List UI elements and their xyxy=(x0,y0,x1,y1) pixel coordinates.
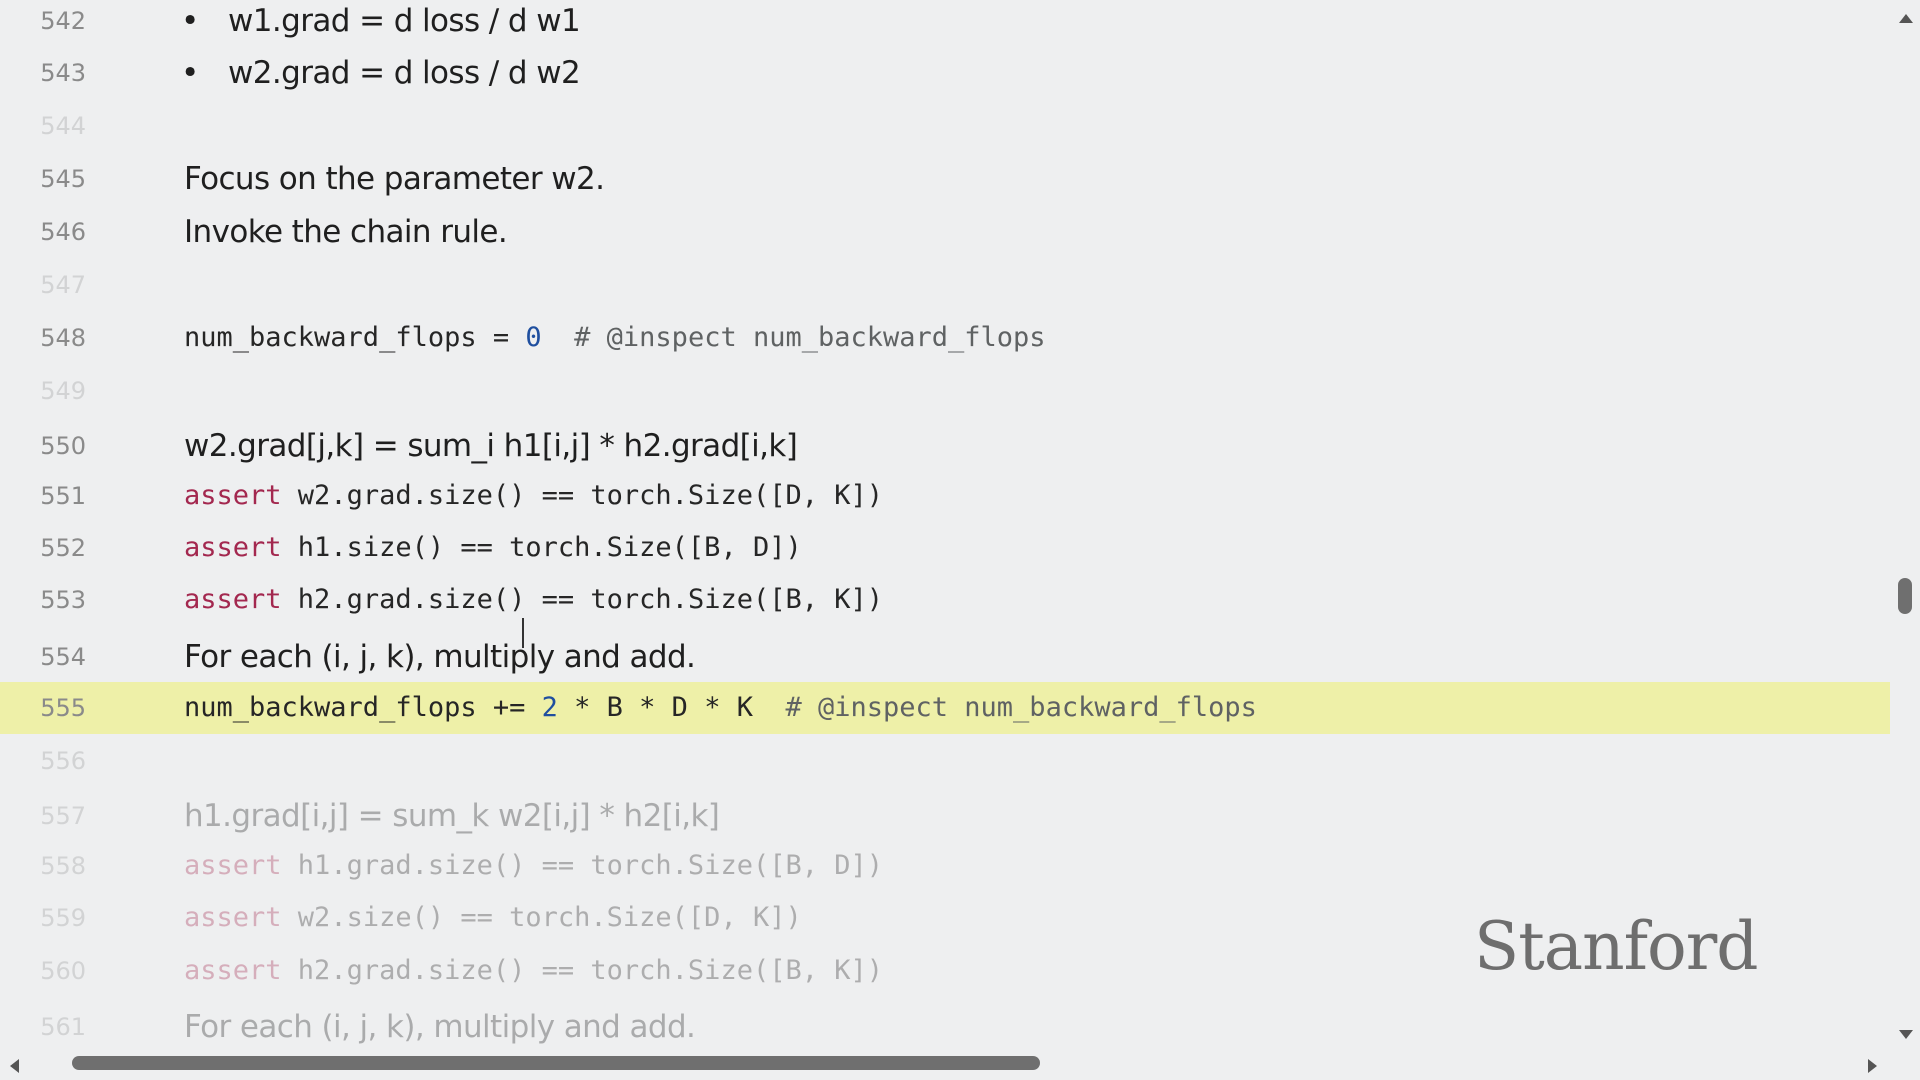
editor-line-559[interactable]: 559 assert w2.size() == torch.Size([D, K… xyxy=(0,892,1890,944)
code-token: == torch.Size([B, K]) xyxy=(525,584,884,615)
line-number: 543 xyxy=(40,59,86,87)
prose-text: For each (i, j, k), multiply and add. xyxy=(184,1009,696,1045)
editor-line-549[interactable]: 549 xyxy=(0,365,1890,417)
line-content: • w2.grad = d loss / d w2 xyxy=(181,47,581,99)
line-number: 546 xyxy=(40,218,86,246)
code-editor[interactable]: 542 • w1.grad = d loss / d w1 543 • w2.gra… xyxy=(0,0,1890,1045)
number-literal: 0 xyxy=(525,322,542,353)
line-number: 557 xyxy=(40,802,86,830)
line-number: 545 xyxy=(40,165,86,193)
vertical-scrollbar-thumb[interactable] xyxy=(1898,578,1912,614)
code-token: num_backward_flops = xyxy=(184,322,526,353)
line-number: 555 xyxy=(40,694,86,722)
keyword-assert: assert xyxy=(184,584,282,615)
editor-line-556[interactable]: 556 xyxy=(0,735,1890,787)
code-text: num_backward_flops += 2 * B * D * K # @i… xyxy=(184,682,1257,734)
keyword-assert: assert xyxy=(184,902,282,933)
prose-text: For each (i, j, k), multiply and add. xyxy=(184,639,696,675)
line-number: 554 xyxy=(40,643,86,671)
code-text: assert h2.grad.size() == torch.Size([B, … xyxy=(184,574,884,648)
editor-line-555-current[interactable]: 555 num_backward_flops += 2 * B * D * K … xyxy=(0,682,1890,734)
keyword-assert: assert xyxy=(184,850,282,881)
keyword-assert: assert xyxy=(184,480,282,511)
line-number: 542 xyxy=(40,7,86,35)
code-text: assert h2.grad.size() == torch.Size([B, … xyxy=(184,945,883,997)
line-number: 551 xyxy=(40,482,86,510)
editor-line-561[interactable]: 561 For each (i, j, k), multiply and add… xyxy=(0,1001,1890,1045)
editor-line-545[interactable]: 545 Focus on the parameter w2. xyxy=(0,153,1890,205)
bullet-icon: • xyxy=(181,55,199,91)
line-number: 561 xyxy=(40,1013,86,1041)
prose-text: Invoke the chain rule. xyxy=(184,214,508,250)
editor-line-551[interactable]: 551 assert w2.grad.size() == torch.Size(… xyxy=(0,470,1890,522)
horizontal-scrollbar-thumb[interactable] xyxy=(72,1056,1040,1070)
code-token: h1.size() == torch.Size([B, D]) xyxy=(281,532,802,563)
code-text: assert h1.grad.size() == torch.Size([B, … xyxy=(184,840,883,892)
line-number: 550 xyxy=(40,432,86,460)
editor-line-542[interactable]: 542 • w1.grad = d loss / d w1 xyxy=(0,0,1890,47)
editor-line-550[interactable]: 550 w2.grad[j,k] = sum_i h1[i,j] * h2.gr… xyxy=(0,420,1890,472)
scroll-down-arrow-icon[interactable] xyxy=(1899,1030,1913,1039)
stanford-logo: Stanford xyxy=(1474,908,1759,985)
number-literal: 2 xyxy=(541,692,558,723)
bullet-text: w1.grad = d loss / d w1 xyxy=(228,3,581,39)
code-comment: # @inspect num_backward_flops xyxy=(752,692,1257,723)
line-number: 549 xyxy=(40,377,86,405)
scroll-right-arrow-icon[interactable] xyxy=(1868,1059,1877,1073)
line-number: 559 xyxy=(40,904,86,932)
prose-text: Focus on the parameter w2. xyxy=(184,161,605,197)
editor-line-546[interactable]: 546 Invoke the chain rule. xyxy=(0,206,1890,258)
code-token: * B * D * K xyxy=(557,692,753,723)
bullet-text: w2.grad = d loss / d w2 xyxy=(228,55,581,91)
prose-text: h1.grad[i,j] = sum_k w2[i,j] * h2[i,k] xyxy=(184,798,720,834)
code-text: assert h1.size() == torch.Size([B, D]) xyxy=(184,522,802,574)
line-number: 548 xyxy=(40,324,86,352)
code-token: h1.grad.size() == torch.Size([B, D]) xyxy=(281,850,883,881)
line-number: 553 xyxy=(40,586,86,614)
line-number: 552 xyxy=(40,534,86,562)
line-number: 558 xyxy=(40,852,86,880)
line-number: 547 xyxy=(40,271,86,299)
line-content: • w1.grad = d loss / d w1 xyxy=(181,0,581,47)
code-text: num_backward_flops = 0 # @inspect num_ba… xyxy=(184,312,1046,364)
code-token: h2.grad.size() xyxy=(281,584,526,615)
vertical-scrollbar[interactable] xyxy=(1890,0,1920,1045)
editor-line-560[interactable]: 560 assert h2.grad.size() == torch.Size(… xyxy=(0,945,1890,997)
editor-line-548[interactable]: 548 num_backward_flops = 0 # @inspect nu… xyxy=(0,312,1890,364)
editor-line-552[interactable]: 552 assert h1.size() == torch.Size([B, D… xyxy=(0,522,1890,574)
editor-line-557[interactable]: 557 h1.grad[i,j] = sum_k w2[i,j] * h2[i,… xyxy=(0,790,1890,842)
editor-line-544[interactable]: 544 xyxy=(0,100,1890,152)
scroll-left-arrow-icon[interactable] xyxy=(10,1059,19,1073)
keyword-assert: assert xyxy=(184,955,282,986)
editor-line-553[interactable]: 553 assert h2.grad.size() == torch.Size(… xyxy=(0,574,1890,648)
editor-line-554[interactable]: 554 For each (i, j, k), multiply and add… xyxy=(0,631,1890,683)
prose-text: w2.grad[j,k] = sum_i h1[i,j] * h2.grad[i… xyxy=(184,428,798,464)
keyword-assert: assert xyxy=(184,532,282,563)
editor-line-547[interactable]: 547 xyxy=(0,259,1890,311)
code-token: w2.size() == torch.Size([D, K]) xyxy=(281,902,802,933)
code-text: assert w2.size() == torch.Size([D, K]) xyxy=(184,892,802,944)
code-text: assert w2.grad.size() == torch.Size([D, … xyxy=(184,470,883,522)
line-number: 544 xyxy=(40,112,86,140)
code-comment: # @inspect num_backward_flops xyxy=(541,322,1046,353)
horizontal-scrollbar[interactable] xyxy=(0,1045,1890,1080)
line-number: 560 xyxy=(40,957,86,985)
code-token: w2.grad.size() == torch.Size([D, K]) xyxy=(281,480,883,511)
scroll-up-arrow-icon[interactable] xyxy=(1899,14,1913,23)
bullet-icon: • xyxy=(181,3,199,39)
editor-line-543[interactable]: 543 • w2.grad = d loss / d w2 xyxy=(0,47,1890,99)
line-number: 556 xyxy=(40,747,86,775)
code-token: h2.grad.size() == torch.Size([B, K]) xyxy=(281,955,883,986)
editor-line-558[interactable]: 558 assert h1.grad.size() == torch.Size(… xyxy=(0,840,1890,892)
code-token: num_backward_flops += xyxy=(184,692,542,723)
